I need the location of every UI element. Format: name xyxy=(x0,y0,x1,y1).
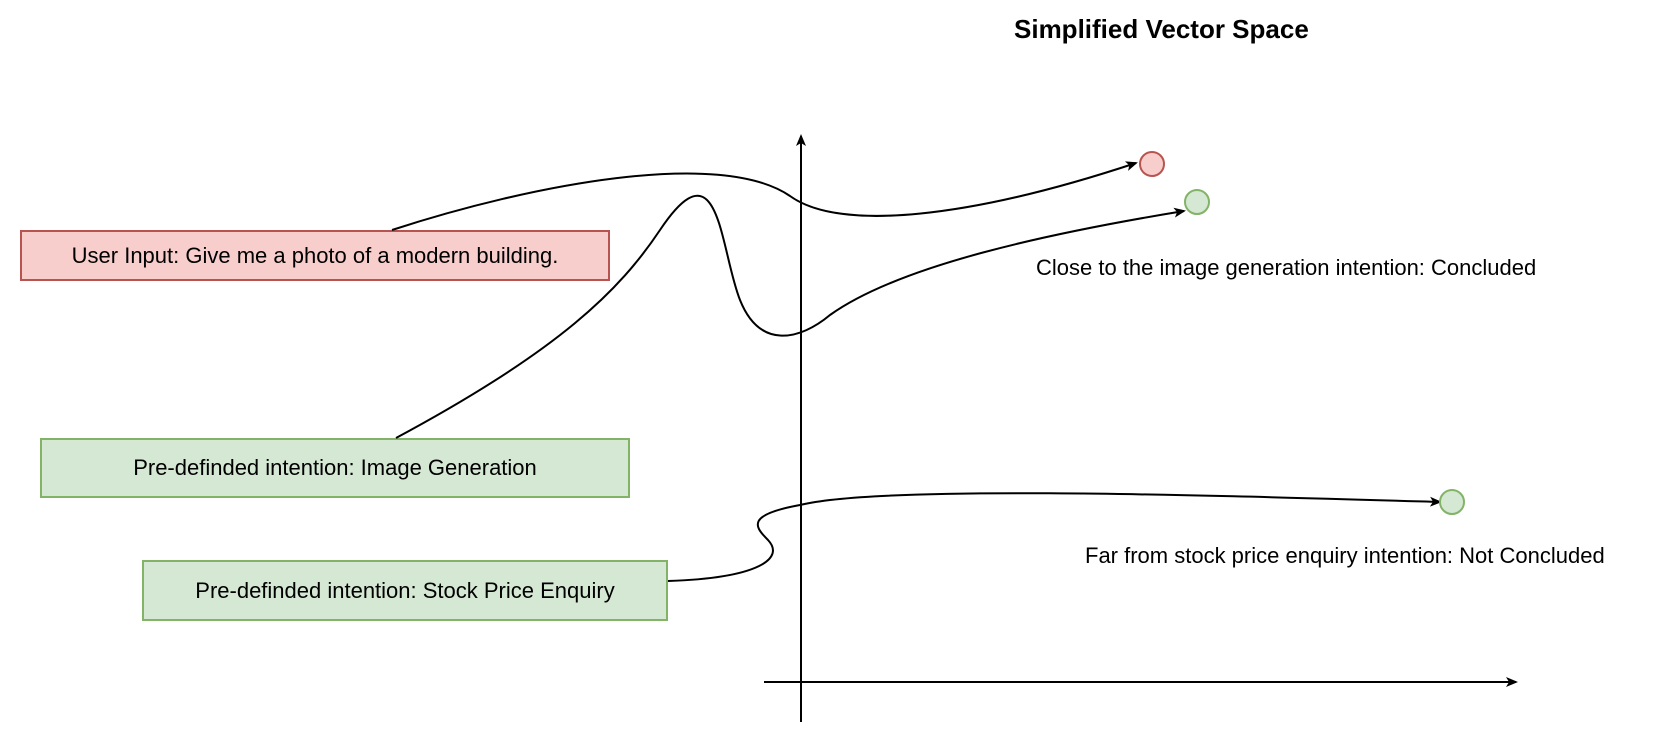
user-input-text: User Input: Give me a photo of a modern … xyxy=(71,242,559,268)
diagram-title: Simplified Vector Space xyxy=(1014,14,1309,44)
close-result-label: Close to the image generation intention:… xyxy=(1036,255,1537,280)
image-intention-connector xyxy=(395,194,1186,439)
stock-price-intention-text: Pre-definded intention: Stock Price Enqu… xyxy=(195,577,615,603)
image-generation-intention-box: Pre-definded intention: Image Generation xyxy=(40,438,630,498)
stock-intention-point xyxy=(1439,489,1465,515)
image-generation-intention-text: Pre-definded intention: Image Generation xyxy=(133,455,537,480)
image-intention-point xyxy=(1184,189,1210,215)
user-input-connector xyxy=(391,161,1138,231)
user-input-box: User Input: Give me a photo of a modern … xyxy=(20,230,610,281)
stock-intention-connector xyxy=(667,492,1442,582)
stock-price-intention-box: Pre-definded intention: Stock Price Enqu… xyxy=(142,560,668,621)
far-result-label: Far from stock price enquiry intention: … xyxy=(1085,543,1605,568)
user-input-point xyxy=(1139,151,1165,177)
